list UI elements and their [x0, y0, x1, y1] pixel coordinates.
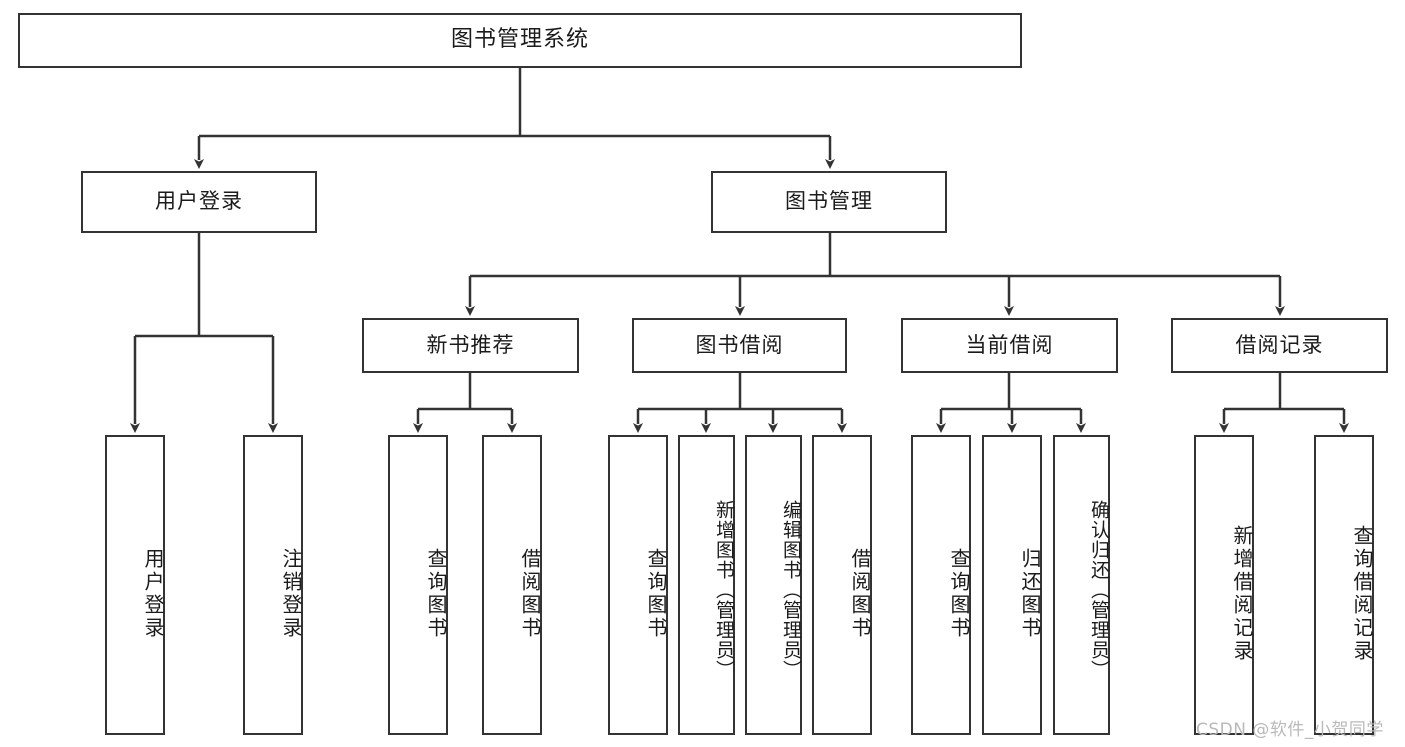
leaf-user-login[interactable]: 用户登录 — [105, 435, 165, 735]
node-book-borrow[interactable]: 图书借阅 — [632, 318, 847, 373]
leaf-query-book-borrow[interactable]: 查询图书 — [608, 435, 668, 735]
csdn-watermark: CSDN @软件_小贺同学 — [1196, 720, 1384, 740]
leaf-edit-book-admin[interactable]: 编辑图书（管理员） — [745, 435, 802, 735]
leaf-borrow-book[interactable]: 借阅图书 — [812, 435, 872, 735]
leaf-return-book[interactable]: 归还图书 — [982, 435, 1042, 735]
leaf-query-book-current[interactable]: 查询图书 — [911, 435, 971, 735]
node-root[interactable]: 图书管理系统 — [18, 13, 1022, 68]
leaf-user-logout[interactable]: 注销登录 — [243, 435, 303, 735]
leaf-borrow-book-recommend[interactable]: 借阅图书 — [482, 435, 542, 735]
leaf-add-borrow-record[interactable]: 新增借阅记录 — [1194, 435, 1254, 735]
node-current-borrow[interactable]: 当前借阅 — [901, 318, 1118, 373]
leaf-add-book-admin[interactable]: 新增图书（管理员） — [678, 435, 735, 735]
node-borrow-record[interactable]: 借阅记录 — [1171, 318, 1388, 373]
node-user-login[interactable]: 用户登录 — [81, 171, 317, 233]
node-new-book-recommend[interactable]: 新书推荐 — [362, 318, 579, 373]
node-book-manage[interactable]: 图书管理 — [711, 171, 947, 233]
leaf-query-book-recommend[interactable]: 查询图书 — [388, 435, 448, 735]
leaf-query-borrow-record[interactable]: 查询借阅记录 — [1314, 435, 1374, 735]
leaf-confirm-return-admin[interactable]: 确认归还（管理员） — [1053, 435, 1110, 735]
